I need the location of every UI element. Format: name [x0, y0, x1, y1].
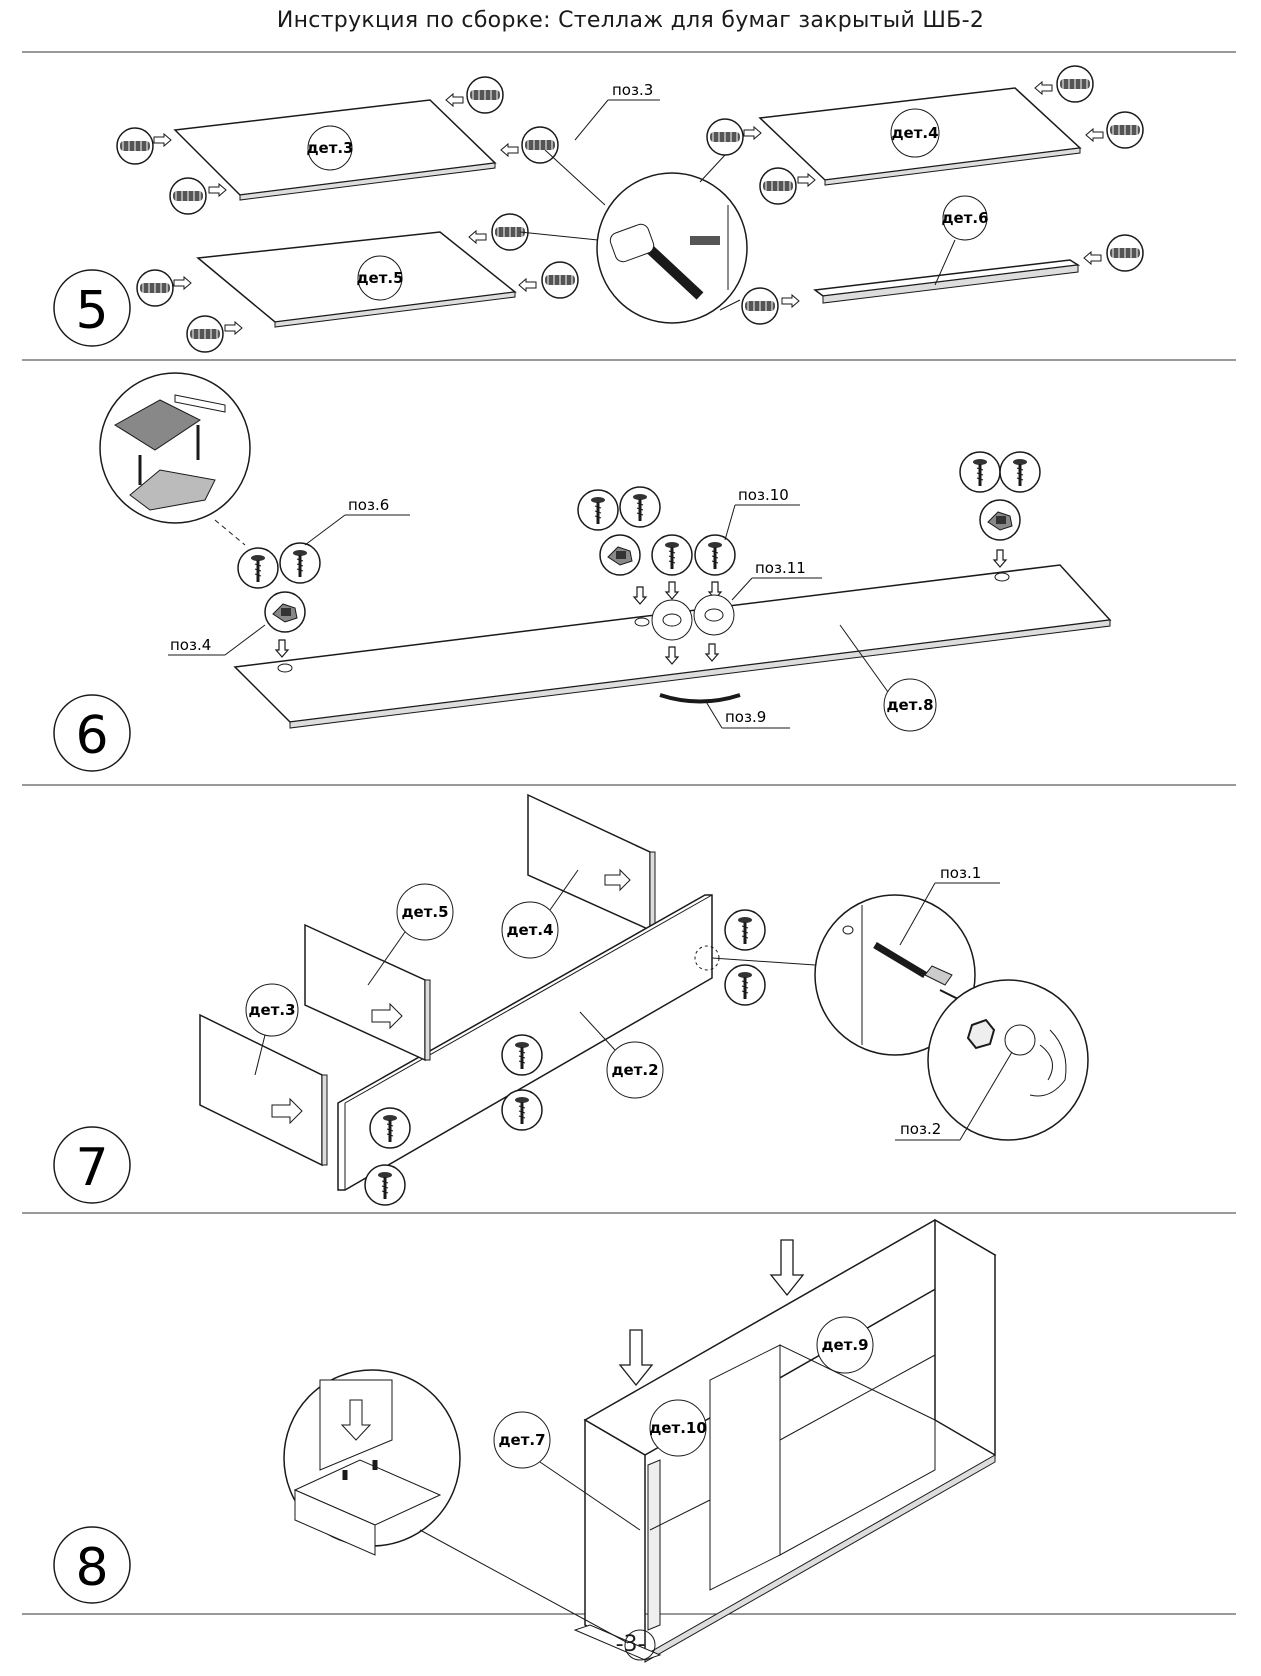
detail-confirmat	[814, 894, 976, 1056]
step-number: 6	[75, 706, 108, 766]
step-number: 8	[75, 1538, 108, 1598]
panel-det5	[304, 923, 426, 1062]
part-label: дет.4	[506, 921, 553, 939]
part-label: дет.10	[649, 1419, 707, 1437]
detail-cap	[927, 979, 1089, 1141]
part-label: дет.7	[498, 1431, 545, 1449]
position-label: поз.3	[612, 81, 653, 99]
part-label: дет.3	[248, 1001, 295, 1019]
bar-det6	[813, 259, 1081, 297]
part-label: дет.5	[401, 903, 448, 921]
page-number: -3-	[615, 1632, 646, 1657]
position-label: поз.10	[738, 486, 789, 504]
step-number-badge	[53, 1126, 131, 1204]
part-label: дет.5	[356, 269, 403, 287]
panel-det3	[199, 1013, 323, 1167]
step-number-badge	[53, 694, 131, 772]
step-number-badge	[53, 269, 131, 347]
part-label: дет.4	[891, 124, 938, 142]
position-label: поз.2	[900, 1120, 941, 1138]
part-label: дет.6	[941, 209, 988, 227]
detail-hammer	[596, 172, 748, 324]
step-number-badge	[53, 1526, 131, 1604]
position-label: поз.4	[170, 636, 211, 654]
position-label: поз.9	[725, 708, 766, 726]
step-5: 5 дет.3 дет.5 дет.4 дет.6	[53, 65, 1144, 353]
part-label: дет.9	[821, 1336, 868, 1354]
part-label: дет.8	[886, 696, 933, 714]
step-number: 5	[75, 281, 108, 341]
part-label: дет.3	[306, 139, 353, 157]
part-label: дет.2	[611, 1061, 658, 1079]
step-number: 7	[75, 1138, 108, 1198]
step-8: 8 дет.9 дет.10 дет.7	[53, 1218, 997, 1663]
position-label: поз.11	[755, 559, 806, 577]
position-label: поз.1	[940, 864, 981, 882]
page-title: Инструкция по сборке: Стеллаж для бумаг …	[276, 8, 985, 33]
step-7: 7 дет.4 дет.2 дет.5 дет.3	[53, 793, 1089, 1207]
step-6: 6 дет.8 поз.9 поз.6 поз.4	[53, 372, 1112, 772]
position-label: поз.6	[348, 496, 389, 514]
